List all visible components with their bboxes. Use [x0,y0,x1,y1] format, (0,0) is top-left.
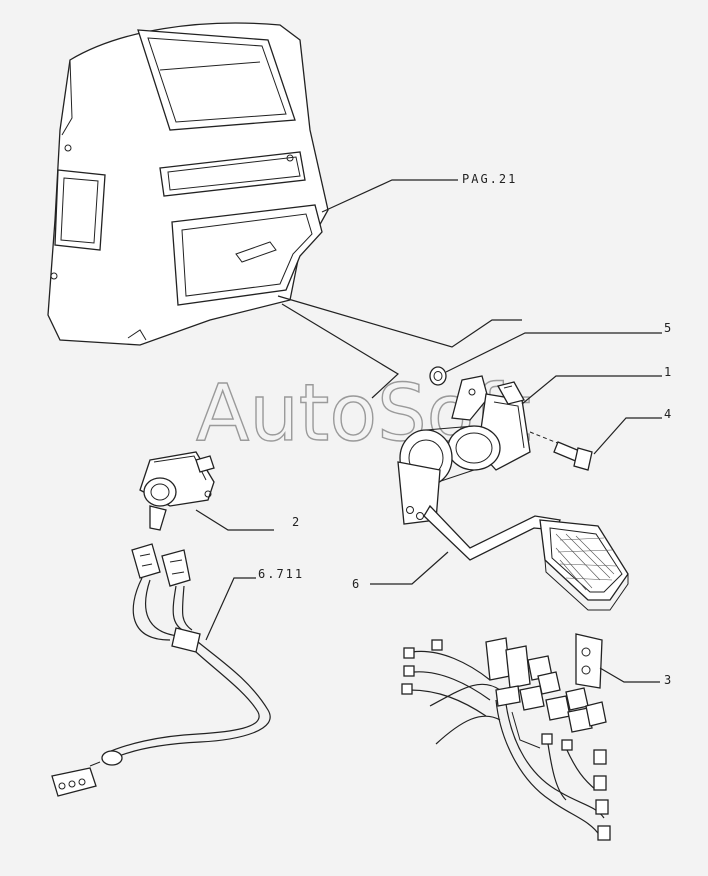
cab-panel [47,22,329,346]
leader-5 [445,332,662,373]
callout-1: 1 [664,365,673,379]
leader-4 [593,417,662,455]
page-ref-leader [321,179,458,213]
accelerator-assembly-part-1 [397,375,629,611]
leader-6 [370,551,449,585]
callout-6: 6 [352,577,361,591]
callout-3: 3 [664,673,673,687]
leader-1 [521,375,662,405]
callout-2: 2 [292,515,301,529]
leader-2 [195,509,274,531]
leader-6711 [205,577,256,641]
ref-6711-label: 6.711 [258,567,304,581]
assembly-leaders [277,295,522,399]
callout-5: 5 [664,321,673,335]
page-ref-label: PAG.21 [462,172,517,186]
sensor-part-2 [139,451,215,531]
nut-part-5 [429,366,447,386]
screw-part-4 [529,431,593,471]
relay-harness-part-3 [401,633,611,841]
wiring-harness-left [51,543,271,797]
leader-3 [599,667,660,683]
callout-4: 4 [664,407,673,421]
